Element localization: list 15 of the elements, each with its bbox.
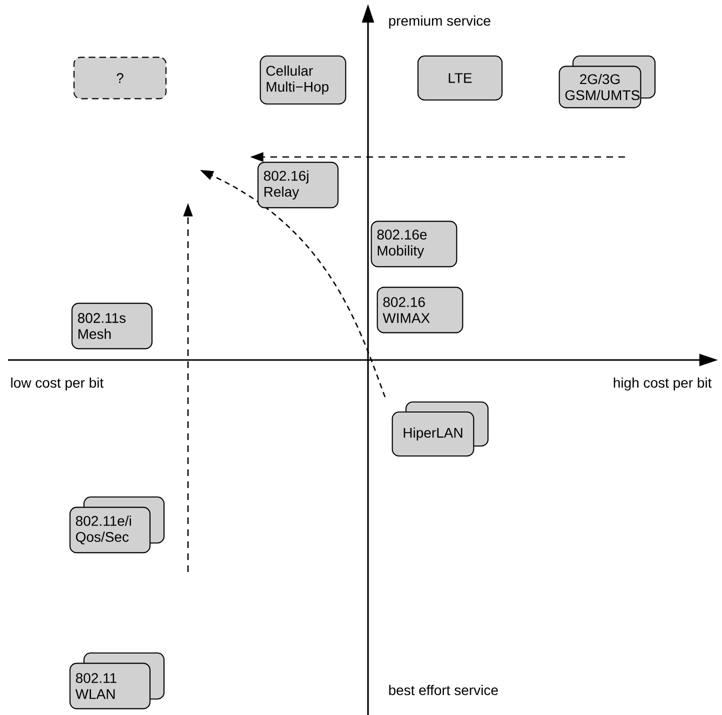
stacked-box: 802.11e/i Qos/Sec <box>69 496 165 554</box>
axis-label: best effort service <box>389 684 498 696</box>
axis-label: high cost per bit <box>614 377 712 391</box>
axis-label: premium service <box>389 15 490 29</box>
stacked-box: 802.11 WLAN <box>69 652 165 710</box>
stacked-box: 2G/3G GSM/UMTS <box>558 55 656 108</box>
axis-label: low cost per bit <box>11 377 104 391</box>
box: Cellular Multi−Hop <box>260 55 346 105</box>
box: 802.11s Mesh <box>71 302 153 350</box>
stacked-box: HiperLAN <box>392 401 489 457</box>
box: 802.16e Mobility <box>370 220 458 268</box>
box: 802.16 WIMAX <box>376 286 464 334</box>
box: 802.16j Relay <box>257 162 339 208</box>
box: LTE <box>417 55 503 101</box>
dashed-box: ? <box>73 56 167 100</box>
